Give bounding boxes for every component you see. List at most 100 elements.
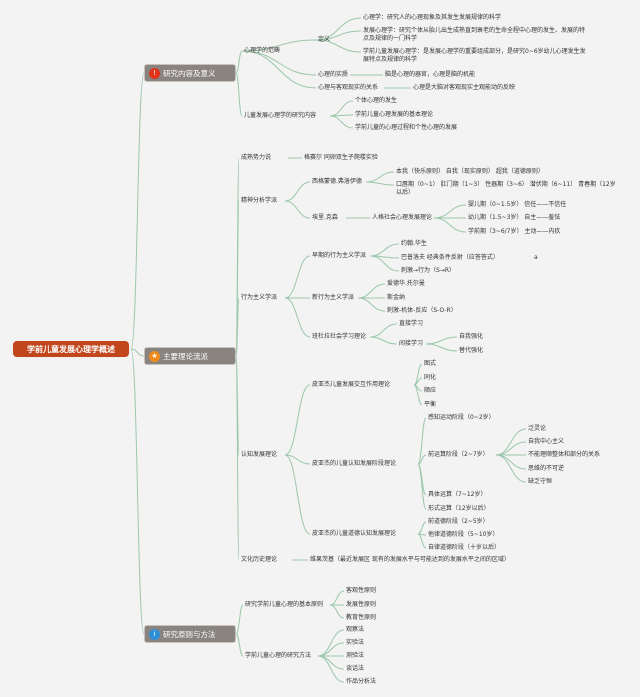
connector-line <box>329 100 354 117</box>
node-psych-scope[interactable]: 心理学的范畴 <box>244 47 281 54</box>
node-reality-detail[interactable]: 心理是大脑对客观现实主观能动的反映 <box>413 84 516 91</box>
branch-label: 研究原则与方法 <box>163 629 216 639</box>
node-objectivity[interactable]: 客观性原则 <box>346 587 377 594</box>
node-cultural-historical[interactable]: 文化历史理论 <box>241 556 278 563</box>
node-whole-part[interactable]: 不能理顺整体和部分的关系 <box>528 451 601 458</box>
node-essence[interactable]: 心理的实质 <box>318 71 349 78</box>
node-neo-behaviorism[interactable]: 新行为主义学派 <box>312 294 355 301</box>
node-work-analysis[interactable]: 作品分析法 <box>346 678 377 685</box>
node-erikson-toddler[interactable]: 幼儿期（1.5~3岁） 自主——羞怯 <box>468 214 561 221</box>
node-assimilation[interactable]: 同化 <box>424 374 437 381</box>
node-irreversibility[interactable]: 思维的不可逆 <box>528 465 565 472</box>
node-sensorimotor[interactable]: 感知运动阶段（0~2岁） <box>428 414 495 421</box>
connector-line <box>235 633 244 657</box>
node-no-conservation[interactable]: 缺乏守恒 <box>528 478 553 485</box>
connector-line <box>417 533 427 549</box>
node-accommodation[interactable]: 顺应 <box>424 387 437 394</box>
node-s-o-r[interactable]: 刺激-机体-反应（S-O-R） <box>387 307 457 314</box>
node-def-preschool[interactable]: 学前儿童发展心理学：是发展心理学的重要组成部分，是研究0~6岁幼儿心理发生发展特… <box>363 48 586 63</box>
node-egocentrism[interactable]: 自我中心主义 <box>528 438 565 445</box>
node-stimulus-response[interactable]: 刺激→行为（S→R） <box>401 267 456 274</box>
node-gesell[interactable]: 格赛尔 同卵双生子爬楼实验 <box>304 154 378 161</box>
node-id-ego-superego[interactable]: 本我（快乐原则） 自我（现实原则） 超我（道德原则） <box>396 168 544 175</box>
node-vicarious-reinforcement[interactable]: 替代强化 <box>459 347 484 354</box>
connector-line <box>315 39 362 53</box>
branch-research-content[interactable]: ! 研究内容及意义 <box>144 64 236 82</box>
node-content-3[interactable]: 学前儿童的心理过程和个性心理的发展 <box>355 124 458 131</box>
node-experiment[interactable]: 实验法 <box>346 639 365 646</box>
root-topic[interactable]: 学前儿童发展心理学概述 <box>11 339 131 359</box>
node-research-content[interactable]: 儿童发展心理学的研究内容 <box>244 112 317 119</box>
node-psychosexual-stages[interactable]: 口唇期（0~1） 肛门期（1~3） 性器期（3~6） 潜伏期（6~11） 青春期… <box>396 181 616 196</box>
node-maturation[interactable]: 成熟势力说 <box>241 154 272 161</box>
connector-line <box>317 655 345 670</box>
connector-line <box>241 39 317 52</box>
node-bandura[interactable]: 班杜拉社会学习理论 <box>312 333 367 340</box>
node-reality-relation[interactable]: 心理与客观现实的关系 <box>318 84 379 91</box>
node-concrete-operational[interactable]: 具体运算（7~12岁） <box>428 491 487 498</box>
node-erikson[interactable]: 埃里.克森 <box>312 214 338 221</box>
node-autonomous[interactable]: 自律道德阶段（十岁以后） <box>428 544 501 551</box>
connector-line <box>235 72 243 117</box>
node-behaviorism[interactable]: 行为主义学派 <box>241 294 278 301</box>
node-developmental-principle[interactable]: 发展性原则 <box>346 601 377 608</box>
node-direct-learning[interactable]: 直接学习 <box>399 320 424 327</box>
node-def-developmental[interactable]: 发展心理学：研究个体从胎儿出生成熟直到衰老的生命全程中心理的发生、发展的特点及规… <box>363 27 586 42</box>
connector-line <box>369 336 398 345</box>
node-basic-principles[interactable]: 研究学前儿童心理的基本原则 <box>245 601 324 608</box>
connector-line <box>357 297 386 312</box>
node-educational-principle[interactable]: 教育性原则 <box>346 614 377 621</box>
node-piaget-interaction[interactable]: 皮亚杰儿童发展交互作用理论 <box>312 381 391 388</box>
node-erikson-infant[interactable]: 婴儿期（0~1.5岁） 信任——不信任 <box>468 201 567 208</box>
connector-line <box>284 454 311 535</box>
branch-main-theories[interactable]: ★ 主要理论流派 <box>144 347 236 365</box>
node-def-psychology[interactable]: 心理学：研究人的心理现象及其发生发展规律的科学 <box>363 14 502 21</box>
exclamation-icon: ! <box>149 67 160 79</box>
node-piaget-stages[interactable]: 皮亚杰的儿童认知发展阶段理论 <box>312 460 397 467</box>
connector-line <box>425 336 458 345</box>
node-testing[interactable]: 测验法 <box>346 652 365 659</box>
node-schema[interactable]: 图式 <box>424 360 437 367</box>
node-premoral[interactable]: 前道德阶段（2~5岁） <box>428 518 489 525</box>
node-vygotsky[interactable]: 维果茨基（最近发展区 现有的发展水平与可能达到的发展水平之间的区域） <box>310 556 510 563</box>
connector-line <box>365 181 395 186</box>
node-psychosocial[interactable]: 人格社会心理发展理论 <box>372 214 433 221</box>
branch-label: 主要理论流派 <box>163 351 208 361</box>
node-preoperational[interactable]: 前运算阶段（2~7岁） <box>428 451 489 458</box>
node-skinner[interactable]: 斯金纳 <box>387 294 406 301</box>
node-pavlov[interactable]: 巴普洛夫 经典条件反射（应答答式） <box>401 254 499 261</box>
connector-line <box>130 348 145 357</box>
node-observation[interactable]: 观察法 <box>346 626 365 633</box>
connector-line <box>369 255 400 272</box>
connector-line <box>284 454 311 465</box>
node-piaget-moral[interactable]: 皮亚杰的儿童道德认知发展理论 <box>312 530 397 537</box>
connector-line <box>284 384 311 456</box>
node-animism[interactable]: 泛灵论 <box>528 425 547 432</box>
node-watson[interactable]: 约翰.华生 <box>401 240 427 247</box>
node-freud[interactable]: 西格蒙德.弗洛伊德 <box>312 178 362 185</box>
connector-line <box>235 604 244 635</box>
node-pavlov-note: a <box>534 254 538 261</box>
node-interview[interactable]: 谈话法 <box>346 665 365 672</box>
node-indirect-learning[interactable]: 间接学习 <box>399 340 424 347</box>
node-self-reinforcement[interactable]: 自我强化 <box>459 333 484 340</box>
node-definition[interactable]: 定义 <box>318 36 331 43</box>
branch-label: 研究内容及意义 <box>163 68 216 78</box>
node-erikson-preschool[interactable]: 学前期（3~6/7岁） 主动——内疚 <box>468 228 561 235</box>
branch-principles-methods[interactable]: i 研究原则与方法 <box>144 625 236 643</box>
node-formal-operational[interactable]: 形式运算（12岁以后） <box>428 505 490 512</box>
node-psychoanalysis[interactable]: 精神分析学派 <box>241 197 278 204</box>
node-cognitive[interactable]: 认知发展理论 <box>241 451 278 458</box>
node-equilibrium[interactable]: 平衡 <box>424 401 437 408</box>
node-heteronomous[interactable]: 他律道德阶段（5~10岁） <box>428 531 499 538</box>
node-research-methods[interactable]: 学前儿童心理的研究方法 <box>245 652 312 659</box>
node-essence-detail[interactable]: 脑是心理的器官，心理是脑的机能 <box>385 71 476 78</box>
node-content-2[interactable]: 学前儿童心理发展的基本理论 <box>355 111 434 118</box>
connector-line <box>369 323 398 338</box>
node-early-behaviorism[interactable]: 早期的行为主义学派 <box>312 252 367 259</box>
connector-line <box>365 171 395 183</box>
node-content-1[interactable]: 个体心理的发生 <box>355 97 398 104</box>
node-tolman[interactable]: 爱德华.托尔曼 <box>387 280 425 287</box>
connector-line <box>329 604 345 619</box>
connector-line <box>495 454 527 470</box>
